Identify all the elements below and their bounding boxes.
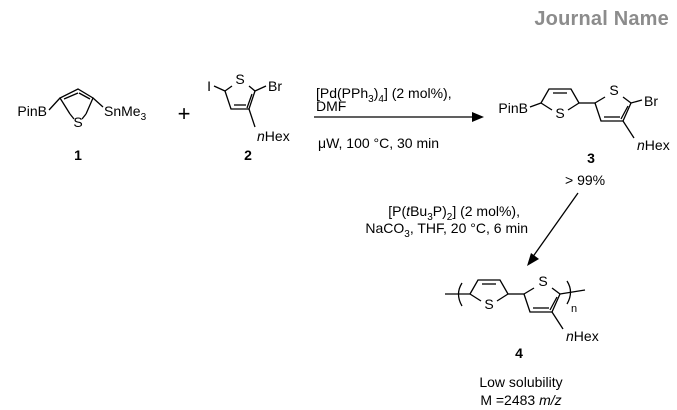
step-1-arrow (314, 112, 484, 122)
compound-2-iodine-label: I (207, 78, 211, 94)
compound-3-bromine-label: Br (644, 93, 658, 109)
compound-1-sulfur-label: S (73, 114, 82, 130)
compound-4-repeat-n: n (571, 303, 577, 315)
compound-2-nhex-label: nHex (257, 128, 290, 144)
compound-1-structure: S PinB SnMe3 1 (17, 88, 147, 163)
compound-4-mass-note: M =2483 m/z (480, 392, 561, 408)
compound-2-structure: S I Br nHex 2 (207, 71, 290, 163)
compound-4-sulfur-left-label: S (484, 296, 493, 312)
compound-4-solubility-note: Low solubility (479, 374, 562, 390)
step-1-conditions: μW, 100 °C, 30 min (318, 135, 439, 151)
compound-3-sulfur-left-label: S (555, 105, 564, 121)
compound-3-sulfur-right-label: S (609, 82, 618, 98)
compound-4-number: 4 (515, 345, 523, 361)
compound-3-nhex-label: nHex (637, 137, 670, 153)
compound-3-structure: S S PinB Br nHex 3 (498, 82, 669, 166)
compound-4-sulfur-right-label: S (538, 273, 547, 289)
compound-2-number: 2 (244, 147, 252, 163)
compound-1-snme3-label: SnMe3 (104, 103, 147, 123)
compound-3-yield: > 99% (565, 172, 605, 188)
step-1-solvent: DMF (316, 98, 346, 114)
step-2-catalyst: [P(tBu3P)2] (2 mol%), (388, 203, 520, 223)
compound-1-number: 1 (74, 147, 82, 163)
step-2-arrow (527, 192, 579, 266)
compound-3-number: 3 (587, 150, 595, 166)
step-1-catalyst: [Pd(PPh3)4] (2 mol%), (316, 85, 452, 105)
journal-name-header: Journal Name (534, 8, 669, 30)
compound-4-structure: S S n nHex 4 (445, 273, 599, 361)
compound-1-pinb-label: PinB (17, 103, 47, 119)
compound-2-sulfur-label: S (235, 71, 244, 87)
compound-2-bromine-label: Br (268, 78, 282, 94)
plus-sign: + (178, 101, 191, 126)
compound-4-nhex-label: nHex (566, 328, 599, 344)
compound-3-pinb-label: PinB (498, 100, 528, 116)
step-2-base-solvent-conditions: NaCO3, THF, 20 °C, 6 min (365, 220, 528, 240)
